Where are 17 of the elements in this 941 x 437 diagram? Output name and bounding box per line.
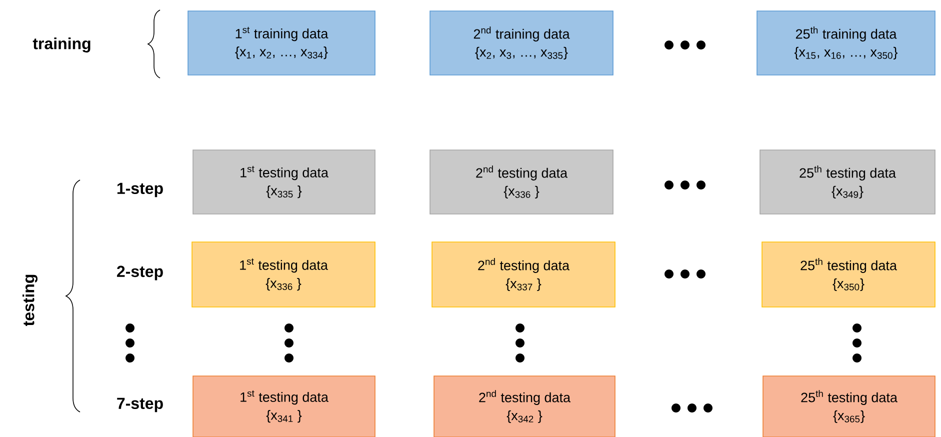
data-box: 25$^{th}$ testing data {x$_{349}$} bbox=[760, 150, 936, 214]
data-box: 1$^{st}$ testing data {x$_{341}$ } bbox=[192, 376, 376, 437]
data-box: 25$^{th}$ training data {x$_{15}$, x$_{16}$, …, x$_{350}$} bbox=[756, 10, 936, 76]
data-box: 2$^{nd}$ testing data {x$_{336}$ } bbox=[430, 150, 614, 214]
data-box: 25$^{th}$ testing data {x$_{365}$} bbox=[762, 376, 936, 437]
row-label: 7-step bbox=[117, 398, 163, 412]
data-box: 1$^{st}$ training data {x$_{1}$, x$_{2}$, …, x$_{334}$} bbox=[188, 10, 376, 76]
row-label: 1-step bbox=[117, 182, 163, 198]
data-box: 1$^{st}$ testing data {x$_{335}$ } bbox=[192, 150, 376, 214]
row-label: training bbox=[32, 38, 90, 52]
data-box: 25$^{th}$ testing data {x$_{350}$} bbox=[762, 242, 936, 308]
row-label: 2-step bbox=[117, 266, 163, 280]
data-box: 1$^{st}$ testing data {x$_{336}$ } bbox=[192, 242, 376, 308]
data-box: 2$^{nd}$ training data {x$_{2}$, x$_{3}$, …, x$_{335}$} bbox=[430, 10, 614, 76]
data-box: 2$^{nd}$ testing data {x$_{342}$ } bbox=[434, 376, 616, 437]
data-box: 2$^{nd}$ testing data {x$_{337}$ } bbox=[432, 242, 616, 308]
row-label: testing bbox=[22, 274, 38, 326]
